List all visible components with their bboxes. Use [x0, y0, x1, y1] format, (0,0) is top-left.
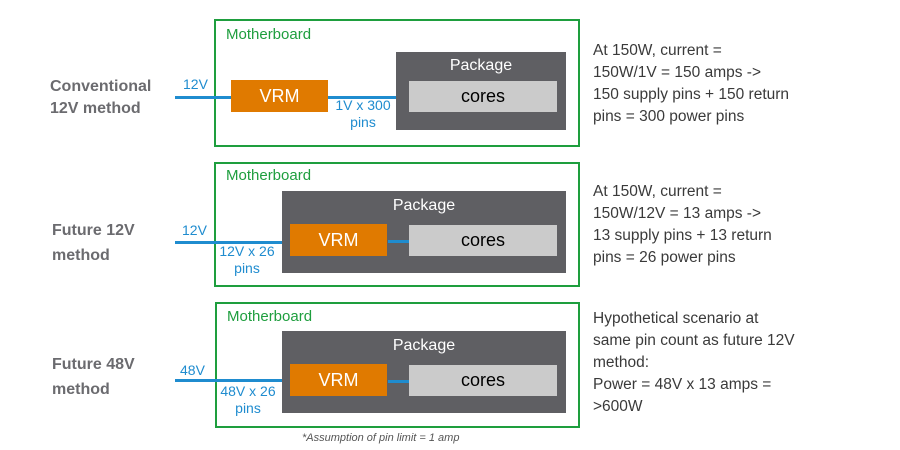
pins-label: 12V x 26 pins	[219, 243, 275, 276]
input-wire	[175, 379, 290, 382]
vrm-to-cores-wire	[388, 240, 409, 243]
motherboard-label: Motherboard	[227, 308, 313, 325]
motherboard-label: Motherboard	[226, 26, 312, 43]
explanation-note: Hypothetical scenario at same pin count …	[593, 310, 795, 415]
pins-label: 1V x 300 pins	[335, 97, 391, 130]
supply-wire	[328, 96, 409, 99]
input-voltage-label: 48V	[180, 362, 205, 378]
motherboard-box	[215, 302, 580, 428]
input-voltage-label: 12V	[183, 76, 208, 92]
package-label: Package	[449, 57, 513, 74]
cores-block: cores	[409, 225, 557, 256]
pins-label: 48V x 26 pins	[220, 383, 276, 416]
cores-block: cores	[409, 365, 557, 396]
vrm-block: VRM	[231, 80, 328, 112]
explanation-note: At 150W, current = 150W/1V = 150 amps ->…	[593, 42, 790, 125]
vrm-block: VRM	[290, 364, 387, 396]
row-label-future-48v: Future 48V method	[52, 356, 135, 398]
input-voltage-label: 12V	[182, 222, 207, 238]
explanation-note: At 150W, current = 150W/12V = 13 amps ->…	[593, 183, 772, 266]
row-label-conventional: Conventional 12V method	[50, 78, 152, 117]
package-label: Package	[392, 337, 456, 354]
vrm-to-cores-wire	[388, 380, 409, 383]
motherboard-label: Motherboard	[226, 167, 312, 184]
motherboard-box	[214, 19, 580, 147]
row-label-future-12v: Future 12V method	[52, 222, 135, 264]
footnote: *Assumption of pin limit = 1 amp	[302, 432, 460, 444]
vrm-block: VRM	[290, 224, 387, 256]
input-wire	[175, 96, 231, 99]
motherboard-box	[214, 162, 580, 287]
input-wire	[175, 241, 290, 244]
cores-block: cores	[409, 81, 557, 112]
package-label: Package	[392, 197, 456, 214]
